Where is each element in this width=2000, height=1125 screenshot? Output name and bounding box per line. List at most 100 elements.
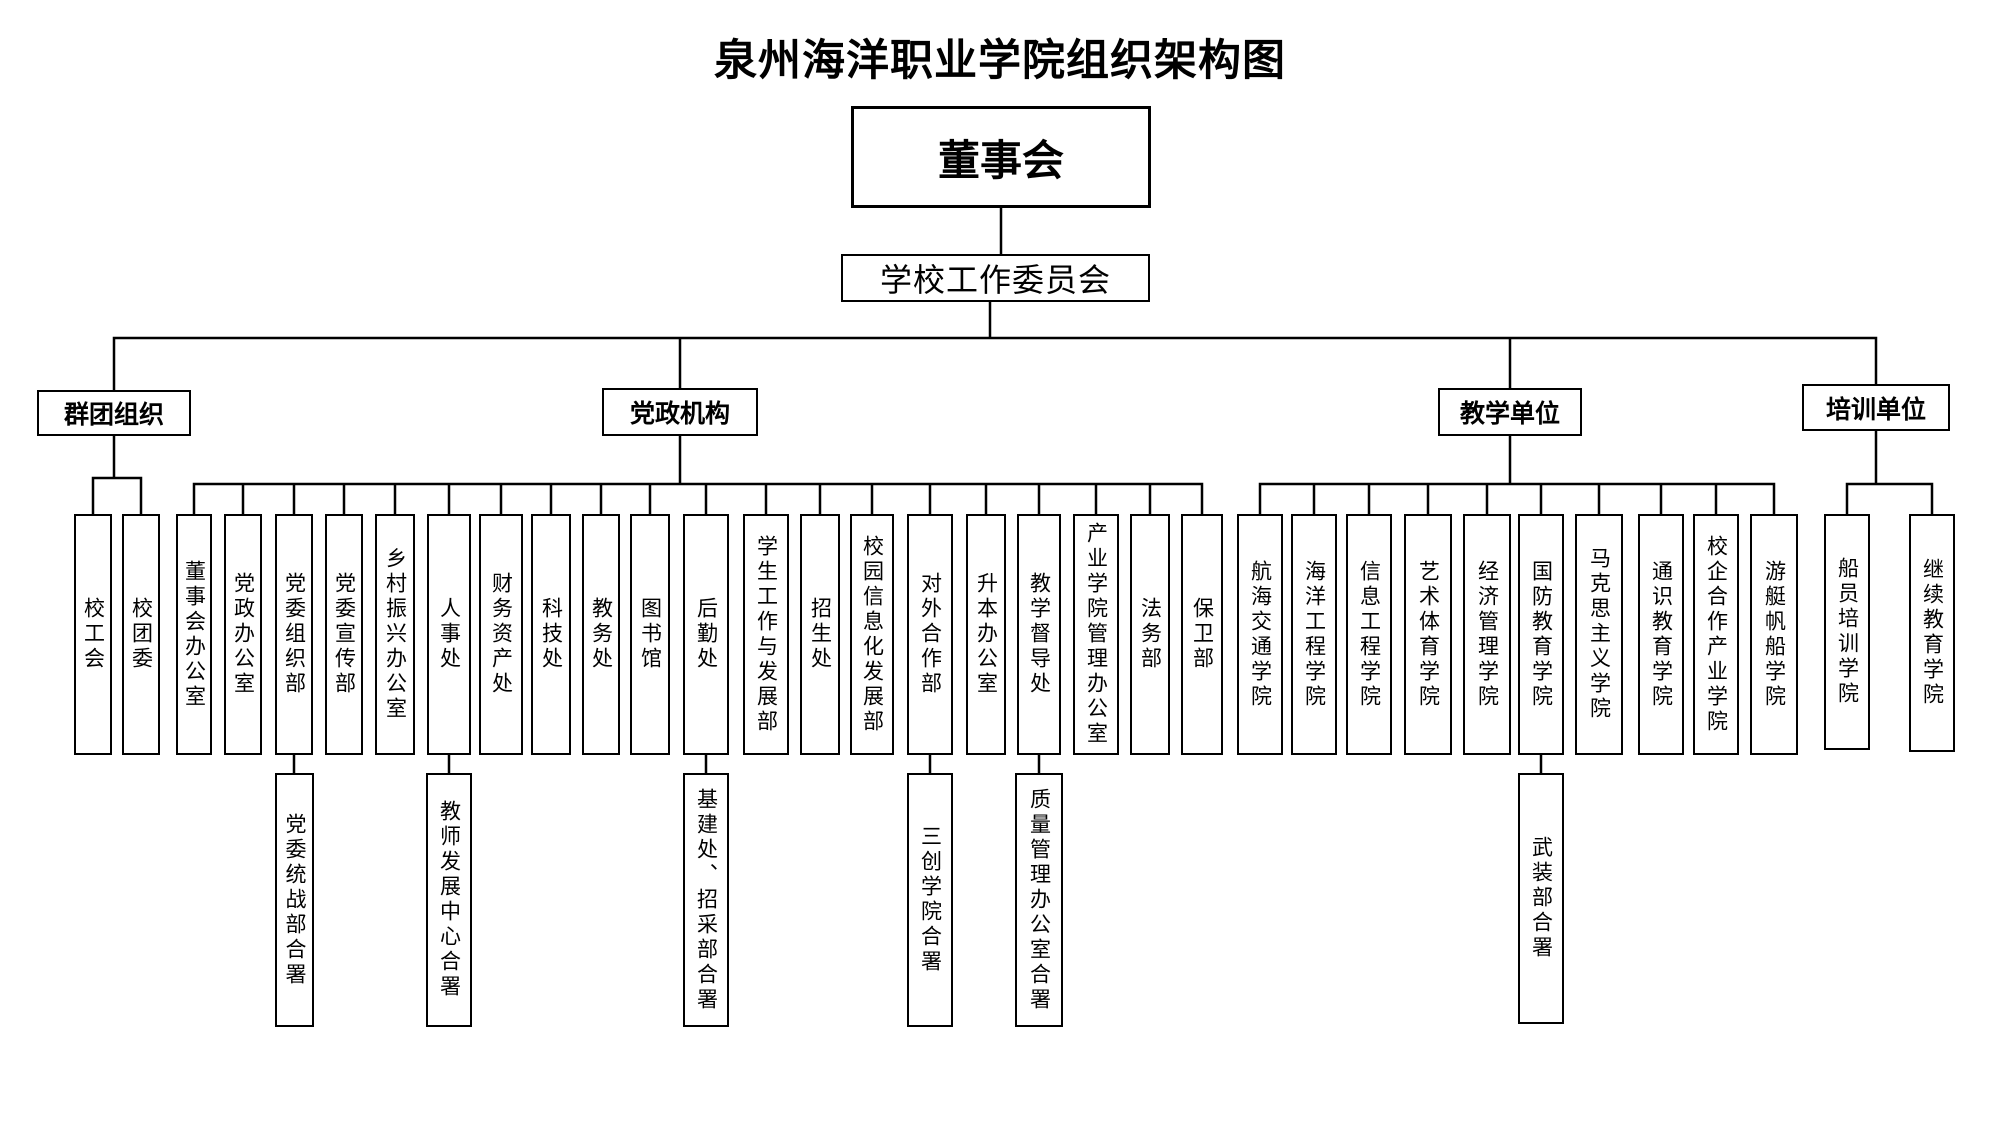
unit-label: 法务部 [1138,597,1163,672]
committee-label: 学校工作委员会 [879,261,1111,299]
committee-box: 学校工作委员会 [841,254,1150,302]
unit-label: 经济管理学院 [1475,559,1500,710]
unit-label: 校团委 [129,597,154,672]
party-admin-unit: 产业学院管理办公室 [1073,514,1119,755]
unit-label: 艺术体育学院 [1416,559,1441,710]
merged-office: 武装部合署 [1518,773,1564,1024]
unit-label: 产业学院管理办公室 [1084,522,1109,747]
unit-label: 信息工程学院 [1357,559,1382,710]
unit-label: 通识教育学院 [1649,559,1674,710]
merged-office: 三创学院合署 [907,773,953,1027]
unit-label: 乡村振兴办公室 [383,547,408,722]
teaching-unit-connector [1258,434,1776,516]
unit-label: 升本办公室 [974,572,999,697]
unit-label: 对外合作部 [918,572,943,697]
teaching-unit: 海洋工程学院 [1291,514,1337,755]
merged-office-label: 教师发展中心合署 [437,800,462,1000]
teaching-unit: 通识教育学院 [1638,514,1684,755]
teaching-unit: 航海交通学院 [1237,514,1283,755]
teaching-unit: 游艇帆船学院 [1750,514,1798,755]
teaching-unit: 经济管理学院 [1463,514,1511,755]
merged-office-label: 武装部合署 [1529,836,1554,961]
unit-label: 保卫部 [1190,597,1215,672]
party-admin-unit: 对外合作部 [907,514,953,755]
category-label: 培训单位 [1825,394,1926,424]
mass-org-unit: 校工会 [74,514,112,755]
trunk-connector [112,206,1878,392]
merged-office-connector [292,753,1543,775]
merged-office: 教师发展中心合署 [426,773,472,1027]
mass-org-connector [91,434,143,516]
merged-office-label: 基建处、招采部合署 [694,787,719,1013]
category-mass-org: 群团组织 [37,390,191,436]
mass-org-unit: 校团委 [122,514,160,755]
category-training: 培训单位 [1802,384,1950,431]
unit-label: 教学督导处 [1027,572,1052,697]
merged-office-label: 三创学院合署 [918,825,943,975]
unit-label: 校企合作产业学院 [1704,534,1729,735]
party-admin-unit: 党政办公室 [224,514,262,755]
party-admin-unit: 升本办公室 [966,514,1006,755]
party-admin-unit: 后勤处 [683,514,729,755]
unit-label: 党委宣传部 [332,572,357,697]
party-admin-unit: 科技处 [531,514,571,755]
training-unit-connector [1845,429,1934,516]
category-label: 教学单位 [1459,399,1560,428]
training-unit: 继续教育学院 [1909,514,1955,752]
unit-label: 船员培训学院 [1835,557,1860,707]
unit-label: 教务处 [589,597,614,672]
teaching-unit: 国防教育学院 [1518,514,1564,755]
party-admin-unit: 党委宣传部 [325,514,363,755]
party-admin-unit: 教学督导处 [1017,514,1061,755]
board-box: 董事会 [851,106,1151,208]
merged-office-label: 质量管理办公室合署 [1027,787,1052,1013]
unit-label: 游艇帆船学院 [1762,559,1787,710]
unit-label: 后勤处 [694,597,719,672]
party-admin-unit: 财务资产处 [479,514,523,755]
party-admin-unit: 保卫部 [1181,514,1223,755]
merged-office-label: 党委统战部合署 [283,812,307,988]
unit-label: 学生工作与发展部 [754,534,779,735]
party-admin-unit: 图书馆 [630,514,670,755]
merged-office: 质量管理办公室合署 [1015,773,1063,1027]
party-admin-unit: 教务处 [582,514,620,755]
category-label: 党政机构 [629,399,730,428]
teaching-unit: 马克思主义学院 [1575,514,1623,755]
unit-label: 董事会办公室 [182,559,207,710]
unit-label: 党政办公室 [231,572,256,697]
unit-label: 国防教育学院 [1529,559,1554,710]
teaching-unit: 校企合作产业学院 [1693,514,1739,755]
category-party-admin: 党政机构 [602,388,758,436]
unit-label: 图书馆 [638,597,663,672]
party-admin-unit: 董事会办公室 [176,514,212,755]
merged-office: 党委统战部合署 [275,773,314,1027]
party-admin-connector [192,434,1204,516]
training-unit: 船员培训学院 [1824,514,1870,750]
teaching-unit: 信息工程学院 [1346,514,1392,755]
party-admin-unit: 学生工作与发展部 [743,514,789,755]
unit-label: 党委组织部 [282,572,307,697]
party-admin-unit: 党委组织部 [275,514,313,755]
category-teaching: 教学单位 [1438,388,1582,436]
board-label: 董事会 [937,135,1064,185]
party-admin-unit: 法务部 [1130,514,1170,755]
party-admin-unit: 校园信息化发展部 [850,514,894,755]
unit-label: 海洋工程学院 [1302,559,1327,710]
unit-label: 科技处 [539,597,564,672]
unit-label: 马克思主义学院 [1587,547,1612,722]
unit-label: 招生处 [808,597,833,672]
merged-office: 基建处、招采部合署 [683,773,729,1027]
unit-label: 财务资产处 [489,572,514,697]
teaching-unit: 艺术体育学院 [1404,514,1452,755]
unit-label: 人事处 [437,597,462,672]
unit-label: 航海交通学院 [1248,559,1273,710]
unit-label: 校园信息化发展部 [860,534,885,735]
party-admin-unit: 人事处 [427,514,471,755]
unit-label: 继续教育学院 [1920,558,1945,708]
party-admin-unit: 招生处 [800,514,840,755]
category-label: 群团组织 [63,400,164,429]
party-admin-unit: 乡村振兴办公室 [375,514,415,755]
chart-title: 泉州海洋职业学院组织架构图 [714,36,1286,86]
